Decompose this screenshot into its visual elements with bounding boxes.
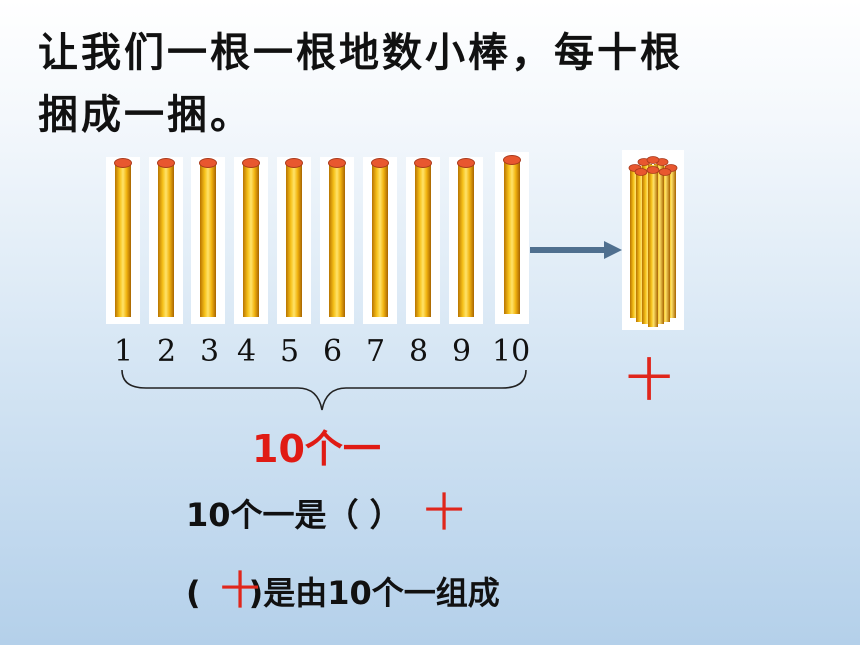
question-2-open-paren: (	[186, 574, 201, 612]
stick-9	[449, 157, 483, 324]
stick-4	[234, 157, 268, 324]
number-label: 1	[114, 334, 134, 369]
stick-6	[320, 157, 354, 324]
stick-8	[406, 157, 440, 324]
curly-brace-icon	[121, 369, 527, 411]
number-label: 10	[492, 334, 531, 369]
number-label: 7	[366, 334, 386, 369]
number-label: 8	[409, 334, 429, 369]
question-2-rest: )是由10个一组成	[248, 574, 500, 612]
question-2-answer: 十	[220, 568, 260, 614]
instruction-text: 让我们一根一根地数小棒，每十根 捆成一捆。	[38, 22, 838, 146]
number-label: 4	[237, 334, 257, 369]
question-1: 10个一是（ ）	[186, 496, 402, 534]
number-label: 6	[323, 334, 343, 369]
stick-3	[191, 157, 225, 324]
instruction-line-1: 让我们一根一根地数小棒，每十根	[38, 30, 683, 76]
stick-2	[149, 157, 183, 324]
arrow-head-icon	[604, 241, 622, 259]
stick-bundle-image	[622, 150, 684, 330]
instruction-line-2: 捆成一捆。	[38, 92, 253, 138]
question-1-answer: 十	[424, 490, 464, 536]
stick-7	[363, 157, 397, 324]
brace-label: 10个一	[252, 427, 381, 471]
number-label: 2	[157, 334, 177, 369]
arrow-right-icon	[530, 247, 608, 253]
stick-5	[277, 157, 311, 324]
bundle-label: 十	[626, 353, 672, 407]
number-label: 3	[200, 334, 220, 369]
number-label: 5	[280, 334, 300, 369]
stick-10	[495, 152, 529, 324]
question-2: ( )是由10个一组成	[186, 572, 500, 614]
number-label: 9	[452, 334, 472, 369]
stick-1	[106, 157, 140, 324]
